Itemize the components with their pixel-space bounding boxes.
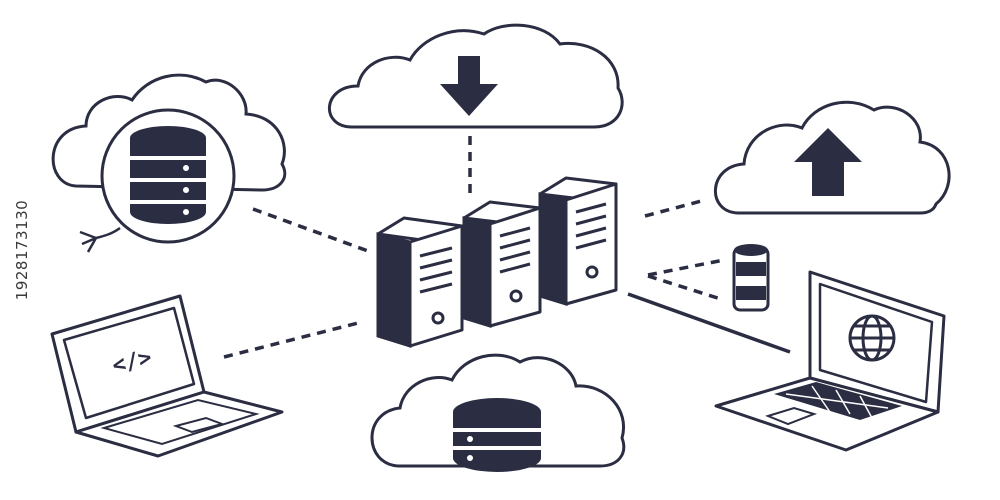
laptop-left-screen-inner: [62, 306, 196, 420]
server-tower-icon: [376, 216, 464, 349]
connector-left-laptop: [223, 321, 359, 359]
cloud-download-icon: [327, 23, 624, 129]
server-tower-icon: [538, 176, 618, 307]
laptop-right-base: [714, 376, 940, 452]
download-arrow-icon: [440, 56, 498, 116]
connector-right-laptop: [627, 292, 791, 354]
laptop-right-touchpad: [764, 406, 818, 426]
stock-image-id: 1928173130: [13, 199, 31, 301]
server-tower-icon: [462, 200, 542, 329]
laptop-right-keys: [785, 385, 889, 419]
database-stack-icon: [130, 126, 206, 224]
plug-cable-icon: [79, 226, 121, 253]
upload-arrow-icon: [794, 128, 862, 196]
cloud-database-icon: [51, 73, 287, 253]
connector-small-db-b: [647, 274, 725, 302]
laptop-globe-icon: [714, 270, 946, 452]
cloud-database-icon: [370, 353, 626, 472]
connector-small-db-a: [647, 258, 725, 277]
connector-left-cloud: [252, 207, 369, 253]
cloud-upload-icon: [713, 100, 951, 215]
laptop-left-keyboard: [100, 398, 260, 446]
globe-icon: [848, 314, 896, 362]
laptop-code-icon: </>: [50, 294, 284, 458]
database-cylinder-icon: [732, 244, 770, 312]
server-rack: [376, 176, 618, 349]
database-cylinder-icon: [453, 398, 541, 472]
laptop-right-screen-inner: [818, 282, 934, 404]
laptop-left-touchpad: [172, 416, 226, 434]
connector-right-cloud: [644, 198, 706, 218]
connection-lines: [223, 136, 791, 359]
